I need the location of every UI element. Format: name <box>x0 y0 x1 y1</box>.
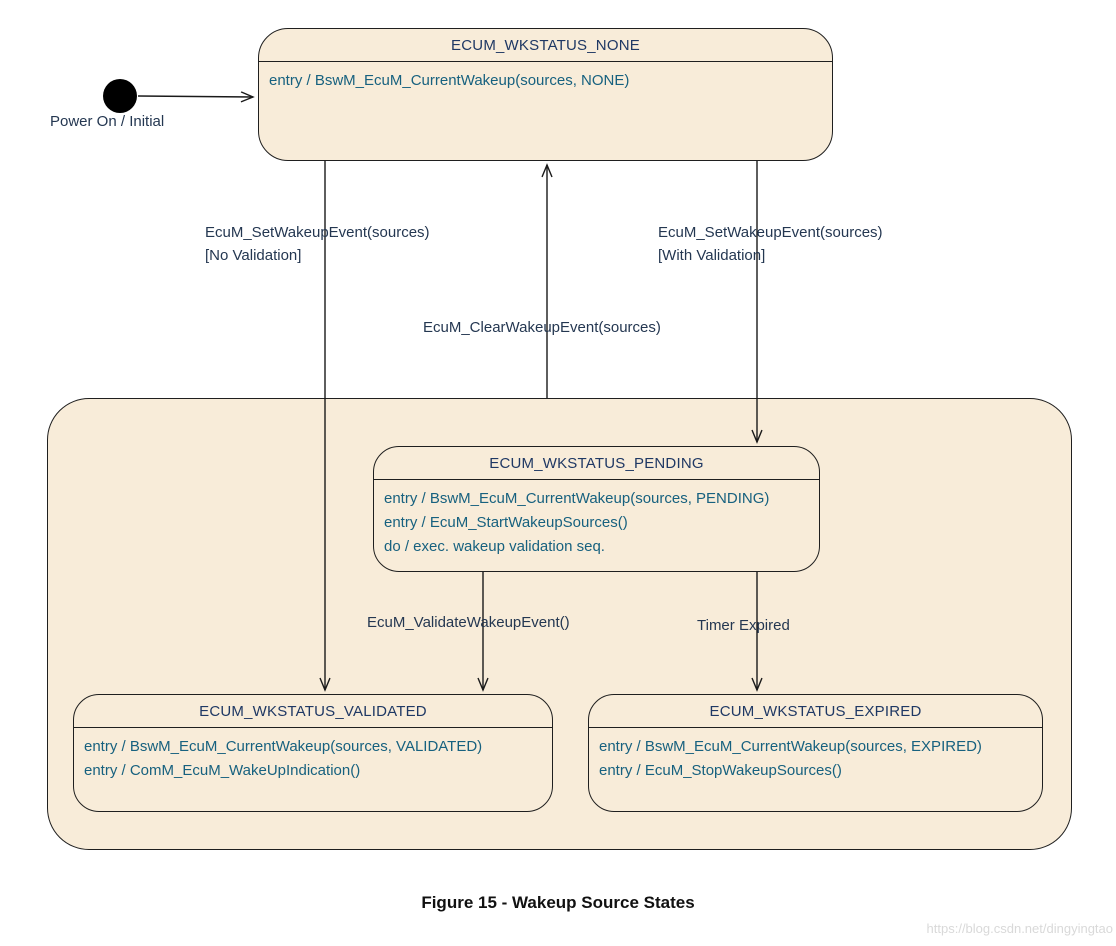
label-validate-wakeup-event: EcuM_ValidateWakeupEvent() <box>367 614 570 631</box>
state-action: entry / BswM_EcuM_CurrentWakeup(sources,… <box>84 738 483 755</box>
label-set-wakeup-no-validation: EcuM_SetWakeupEvent(sources) [No Validat… <box>205 221 430 267</box>
label-set-wakeup-with-validation: EcuM_SetWakeupEvent(sources) [With Valid… <box>658 221 883 267</box>
initial-state-dot <box>103 79 137 113</box>
transition-guard: [No Validation] <box>205 247 302 264</box>
state-action: entry / EcuM_StopWakeupSources() <box>599 762 842 779</box>
watermark-url: https://blog.csdn.net/dingyingtao <box>926 921 1113 936</box>
state-action: entry / BswM_EcuM_CurrentWakeup(sources,… <box>599 738 982 755</box>
state-action: entry / EcuM_StartWakeupSources() <box>384 514 628 531</box>
figure-caption: Figure 15 - Wakeup Source States <box>421 893 695 912</box>
label-clear-wakeup-event: EcuM_ClearWakeupEvent(sources) <box>423 319 661 336</box>
state-ecum-wkstatus-expired: ECUM_WKSTATUS_EXPIRED entry / BswM_EcuM_… <box>588 694 1043 812</box>
state-title-expired: ECUM_WKSTATUS_EXPIRED <box>589 695 1042 728</box>
state-title-pending: ECUM_WKSTATUS_PENDING <box>374 447 819 480</box>
transition-guard: [With Validation] <box>658 247 766 264</box>
state-action: entry / BswM_EcuM_CurrentWakeup(sources,… <box>269 72 630 89</box>
initial-state-label: Power On / Initial <box>50 113 165 130</box>
state-ecum-wkstatus-pending: ECUM_WKSTATUS_PENDING entry / BswM_EcuM_… <box>373 446 820 572</box>
state-title-none: ECUM_WKSTATUS_NONE <box>259 29 832 62</box>
state-action: entry / BswM_EcuM_CurrentWakeup(sources,… <box>384 490 770 507</box>
transition-event: EcuM_SetWakeupEvent(sources) <box>205 224 430 241</box>
state-action: entry / ComM_EcuM_WakeUpIndication() <box>84 762 361 779</box>
transition-event: EcuM_SetWakeupEvent(sources) <box>658 224 883 241</box>
state-title-validated: ECUM_WKSTATUS_VALIDATED <box>74 695 552 728</box>
transition-initial-to-none <box>137 96 253 97</box>
state-action: do / exec. wakeup validation seq. <box>384 538 605 555</box>
label-timer-expired: Timer Expired <box>697 617 790 634</box>
state-ecum-wkstatus-none: ECUM_WKSTATUS_NONE entry / BswM_EcuM_Cur… <box>258 28 833 161</box>
state-ecum-wkstatus-validated: ECUM_WKSTATUS_VALIDATED entry / BswM_Ecu… <box>73 694 553 812</box>
